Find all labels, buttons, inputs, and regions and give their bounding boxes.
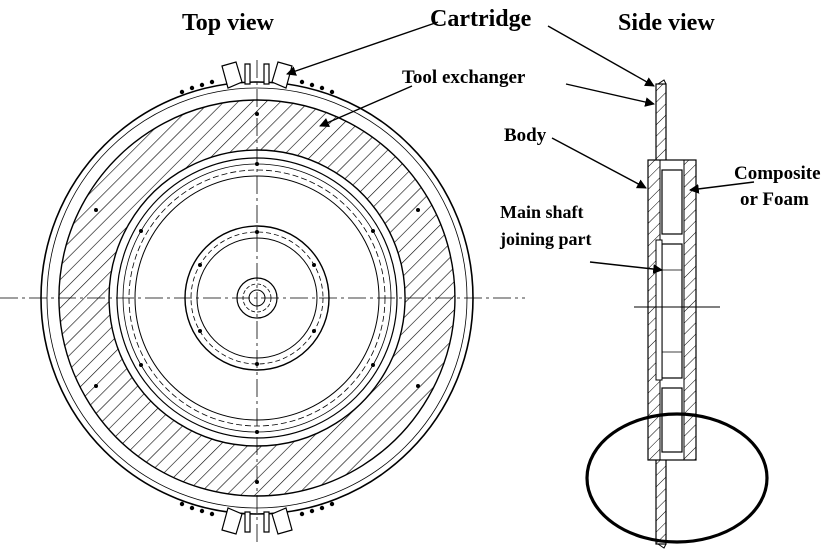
leader-cartridge-right: [547, 25, 655, 87]
top-view-centerlines: [0, 60, 525, 546]
cartridge-top: [221, 61, 293, 89]
shaft-label-line2: joining part: [500, 229, 592, 249]
composite-pocket-upper: [661, 169, 683, 235]
composite-label-line1: Composite: [734, 163, 821, 184]
cartridge-label: Cartridge: [430, 6, 532, 32]
leader-tool-exchanger-right: [565, 83, 655, 107]
cartridge-bottom: [221, 507, 293, 535]
leader-lines: [286, 21, 755, 274]
top-view-drawing: [0, 60, 525, 546]
leader-body: [551, 137, 647, 189]
top-view-title: Top view: [182, 10, 274, 36]
leader-cartridge-left: [286, 21, 439, 76]
shaft-label-line1: Main shaft: [500, 202, 584, 222]
leader-composite: [689, 181, 755, 194]
composite-label-line2: or Foam: [740, 189, 809, 210]
composite-pocket-lower: [661, 387, 683, 453]
tool-exchanger-ring: [58, 99, 456, 497]
body-label: Body: [504, 125, 547, 146]
bolt-holes: [94, 112, 420, 484]
leader-shaft: [589, 261, 663, 274]
leader-tool-exchanger-left: [319, 85, 413, 127]
side-view-title: Side view: [618, 10, 715, 36]
shaft-joining: [661, 243, 683, 379]
side-view-drawing: [585, 79, 769, 549]
dot-rows: [179, 79, 335, 517]
highlight-ellipse: [585, 412, 769, 544]
tool-exchanger-label: Tool exchanger: [402, 67, 526, 88]
